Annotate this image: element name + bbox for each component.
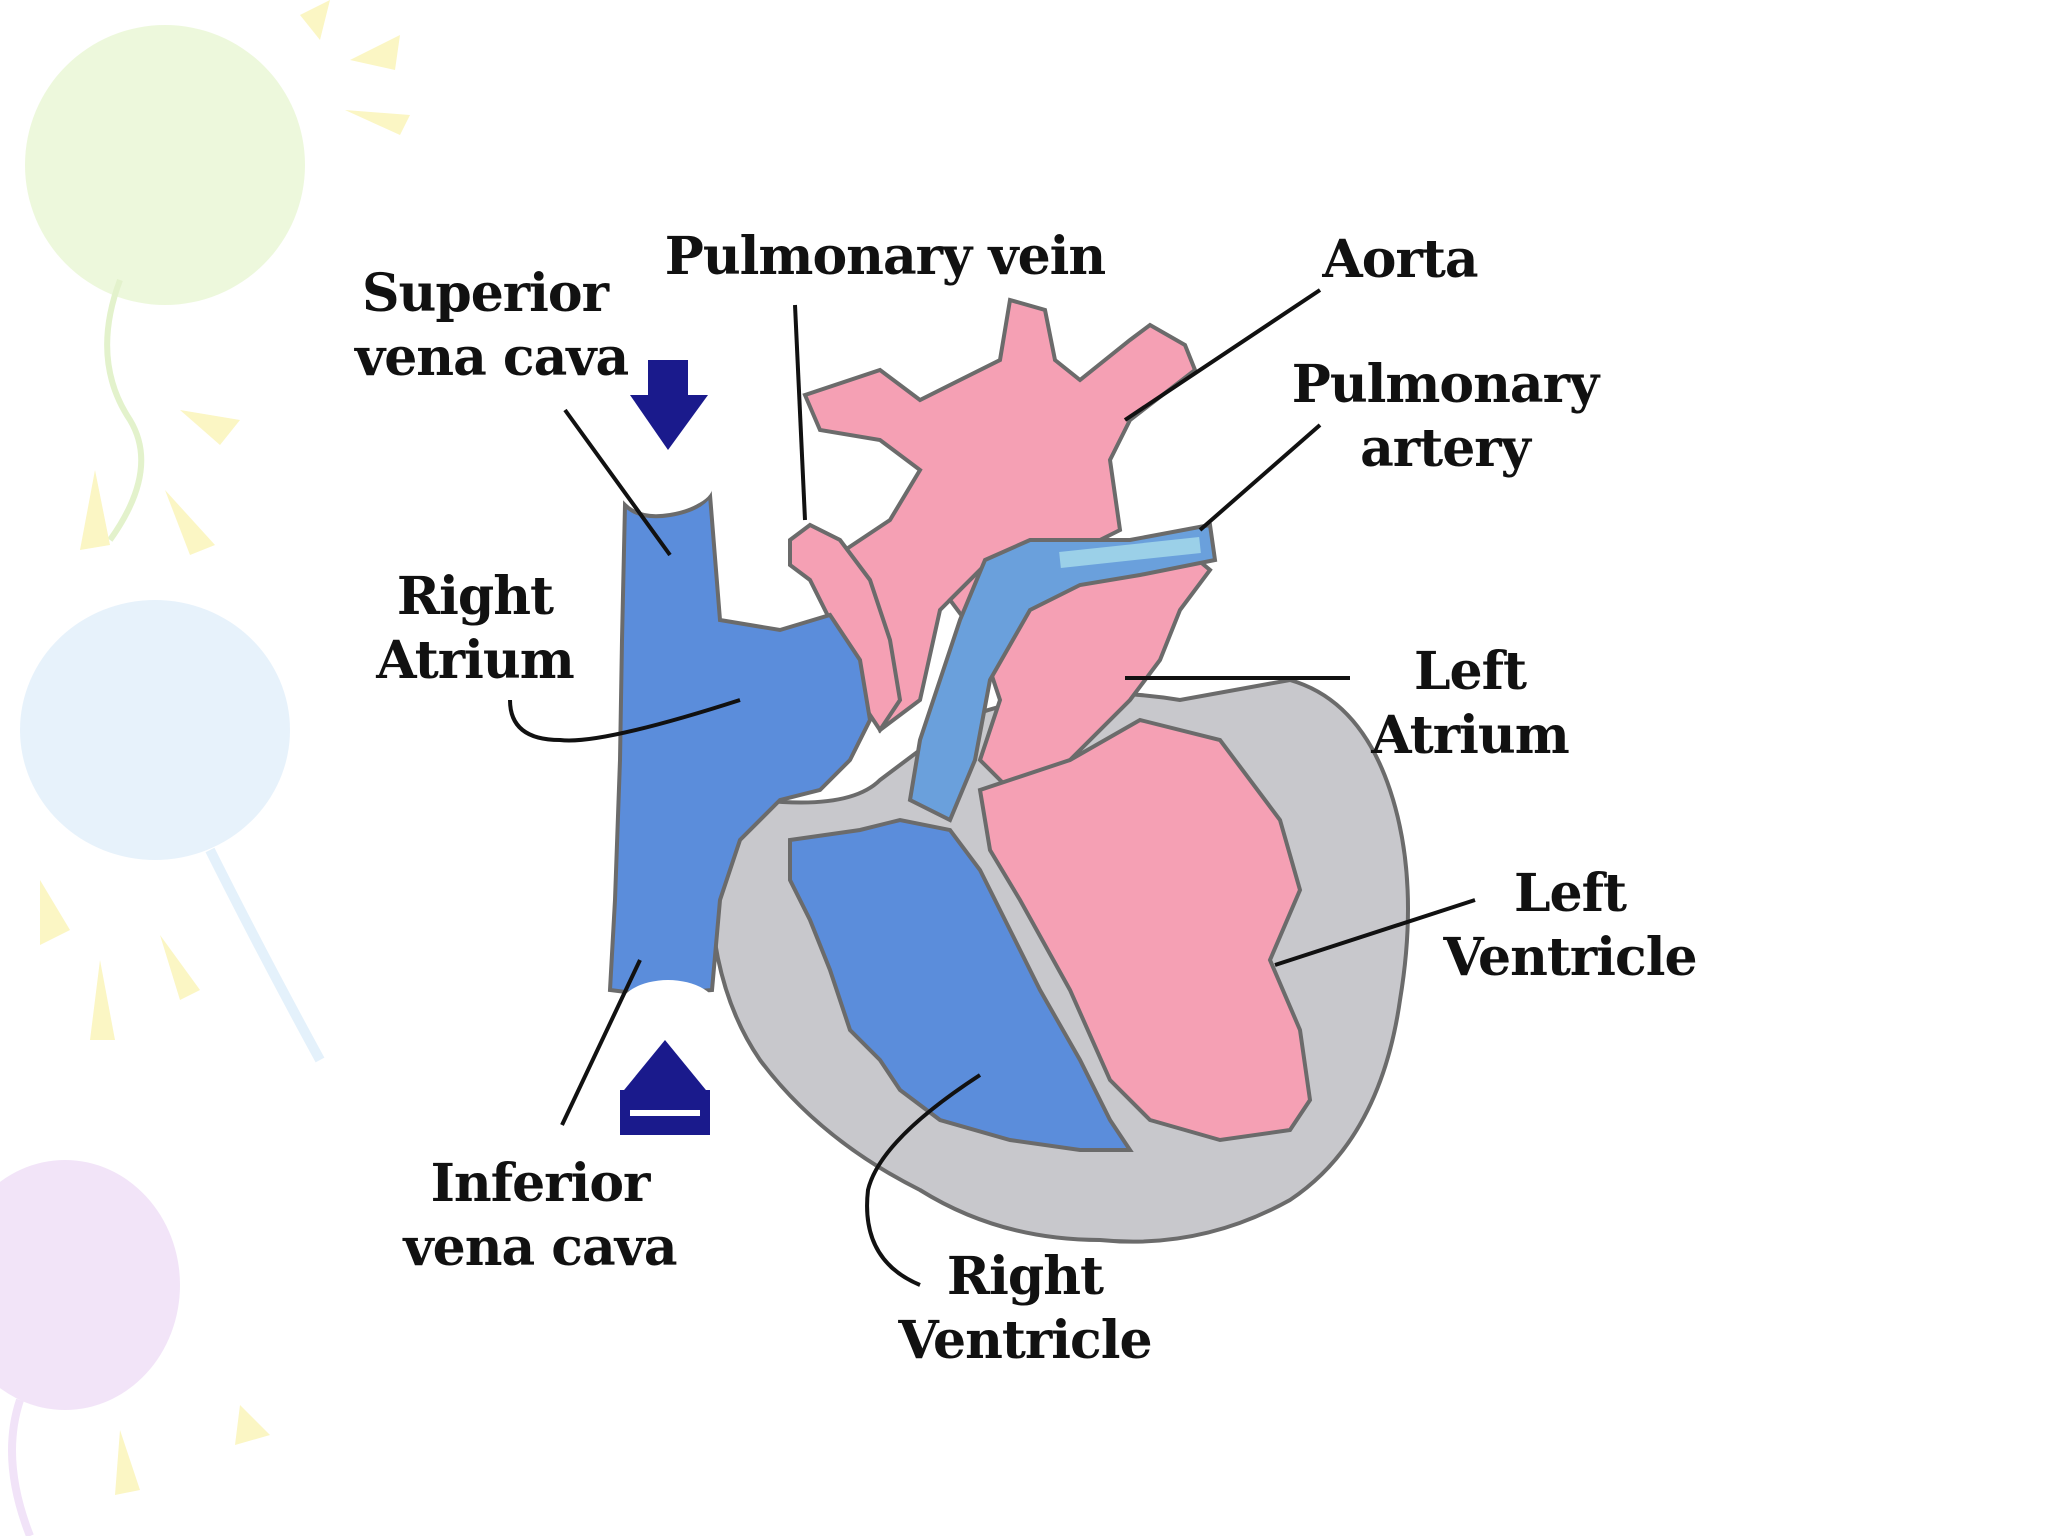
leader-pulmonary-vein: [793, 304, 807, 521]
pulmonary-vein-vessel: [788, 522, 903, 734]
ivc-opening: [618, 980, 718, 1040]
leader-pulmonary-artery: [1198, 423, 1322, 532]
right-atrium-chamber: [607, 489, 873, 998]
pulmonary-artery-vessel: [907, 522, 1218, 823]
label-line: Pulmonary: [1291, 354, 1599, 415]
purple-balloon: [0, 1160, 180, 1536]
leader-right-ventricle: [865, 1073, 982, 1287]
label-right-ventricle: Right Ventricle: [885, 1245, 1165, 1373]
label-line: Left: [1413, 641, 1527, 702]
label-line: Inferior: [430, 1153, 651, 1214]
leader-inferior-vena-cava: [560, 959, 642, 1126]
label-line: Ventricle: [898, 1310, 1152, 1371]
leader-aorta: [1123, 288, 1322, 422]
label-line: Left: [1513, 863, 1627, 924]
label-line: Right: [946, 1246, 1104, 1307]
label-line: artery: [1360, 418, 1531, 479]
label-line: Right: [396, 566, 554, 627]
pulmonary-artery-highlight: [1059, 537, 1201, 568]
aorta-vessel: [802, 297, 1198, 734]
svc-opening: [623, 460, 713, 510]
label-superior-vena-cava: Superior vena cava: [355, 262, 629, 390]
sun-rays: [40, 0, 410, 1495]
label-left-atrium: Left Atrium: [1355, 640, 1585, 768]
label-line: Atrium: [1371, 705, 1569, 766]
label-line: Ventricle: [1443, 927, 1697, 988]
label-left-ventricle: Left Ventricle: [1430, 862, 1710, 990]
leader-superior-vena-cava: [563, 408, 672, 557]
leader-left-ventricle: [1274, 898, 1476, 967]
left-ventricle-chamber: [977, 717, 1313, 1143]
label-inferior-vena-cava: Inferior vena cava: [400, 1152, 680, 1280]
label-line: Superior: [361, 263, 609, 324]
leader-right-atrium: [508, 698, 741, 743]
label-pulmonary-artery: Pulmonary artery: [1285, 353, 1605, 481]
label-line: vena cava: [403, 1217, 677, 1278]
label-pulmonary-vein: Pulmonary vein: [660, 225, 1110, 289]
label-right-atrium: Right Atrium: [365, 565, 585, 693]
arrow-down-icon: [630, 360, 708, 450]
label-line: vena cava: [355, 327, 629, 388]
label-line: Aorta: [1322, 229, 1478, 290]
green-balloon: [25, 25, 305, 542]
right-ventricle-chamber: [788, 817, 1134, 1152]
label-line: Atrium: [376, 630, 574, 691]
label-aorta: Aorta: [1320, 228, 1480, 292]
label-line: Pulmonary vein: [664, 226, 1106, 287]
arrow-up-icon: [620, 1040, 710, 1135]
blue-balloon: [20, 600, 325, 1063]
leader-lines: [508, 288, 1476, 1287]
